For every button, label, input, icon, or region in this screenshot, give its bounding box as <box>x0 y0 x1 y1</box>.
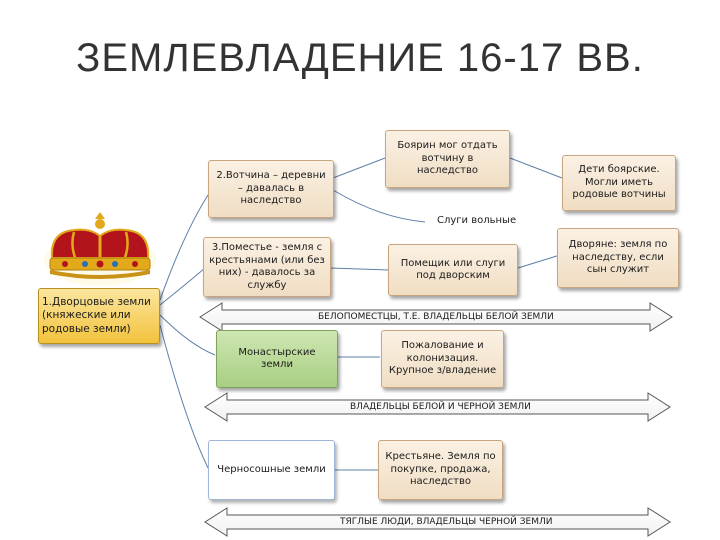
pomeshchik-box: Помещик или слуги под дворским <box>388 244 518 296</box>
double-arrow-tyaglye <box>204 507 671 537</box>
boyarin-label: Боярин мог отдать вотчину в наследство <box>397 140 498 177</box>
dvoryane-label: Дворяне: земля по наследству, если сын с… <box>568 239 668 276</box>
pomeshchik-label: Помещик или слуги под дворским <box>400 257 506 282</box>
monastic-label: Монастырские земли <box>238 346 316 371</box>
double-arrow-belopomestsy <box>199 302 673 332</box>
monastic-lands-box: Монастырские земли <box>216 330 338 388</box>
pozhalovanie-box: Пожалование и колонизация. Крупное з/вла… <box>381 330 504 388</box>
connector-votchina-boyarin <box>332 157 386 179</box>
pomestie-label: 3.Поместье - земля с крестьянами (или бе… <box>209 242 325 291</box>
votchina-box: 2.Вотчина – деревни – давалась в наследс… <box>208 160 334 218</box>
connector-pomeshchik-dvoryane <box>517 254 561 269</box>
deti-boyarskie-box: Дети боярские. Могли иметь родовые вотчи… <box>562 155 676 211</box>
pozhalovanie-label: Пожалование и колонизация. Крупное з/вла… <box>388 340 497 377</box>
double-arrow-vladeltsy-beloy-chernoy <box>204 392 671 422</box>
crown-icon <box>44 212 156 286</box>
connector-root-chernososhnye <box>159 324 209 469</box>
vladeltsy-beloy-chernoy-label: ВЛАДЕЛЬЦЫ БЕЛОЙ И ЧЕРНОЙ ЗЕМЛИ <box>350 402 531 412</box>
chernososhnye-label: Черносошные земли <box>217 463 326 475</box>
root-palace-lands: 1.Дворцовые земли (княжеские или родовые… <box>38 288 160 344</box>
slugi-volnye-label: Слуги вольные <box>437 215 517 226</box>
chernososhnye-box: Черносошные земли <box>208 440 335 500</box>
votchina-label: 2.Вотчина – деревни – давалась в наследс… <box>216 170 326 207</box>
tyaglye-label: ТЯГЛЫЕ ЛЮДИ, ВЛАДЕЛЬЦЫ ЧЕРНОЙ ЗЕМЛИ <box>340 517 553 527</box>
krestyane-label: Крестьяне. Земля по покупке, продажа, на… <box>385 451 496 488</box>
deti-boyarskie-label: Дети боярские. Могли иметь родовые вотчи… <box>572 164 666 201</box>
connector-root-votchina <box>159 191 211 301</box>
connector-votchina-slugi <box>332 189 426 223</box>
belopomestsy-label: БЕЛОПОМЕСТЦЫ, Т.Е. ВЛАДЕЛЬЦЫ БЕЛОЙ ЗЕМЛИ <box>318 312 554 322</box>
dvoryane-box: Дворяне: земля по наследству, если сын с… <box>557 228 679 288</box>
krestyane-box: Крестьяне. Земля по покупке, продажа, на… <box>378 440 503 500</box>
page-title: ЗЕМЛЕВЛАДЕНИЕ 16-17 ВВ. <box>76 36 644 80</box>
boyarin-box: Боярин мог отдать вотчину в наследство <box>385 130 510 188</box>
root-label: 1.Дворцовые земли (княжеские или родовые… <box>42 296 151 335</box>
connector-pomestie-pomeshchik <box>329 267 389 271</box>
pomestie-box: 3.Поместье - земля с крестьянами (или бе… <box>203 237 331 297</box>
connector-boyarin-deti <box>509 157 563 179</box>
connector-root-pomestie <box>159 267 206 306</box>
connector-root-monastic <box>159 314 216 356</box>
